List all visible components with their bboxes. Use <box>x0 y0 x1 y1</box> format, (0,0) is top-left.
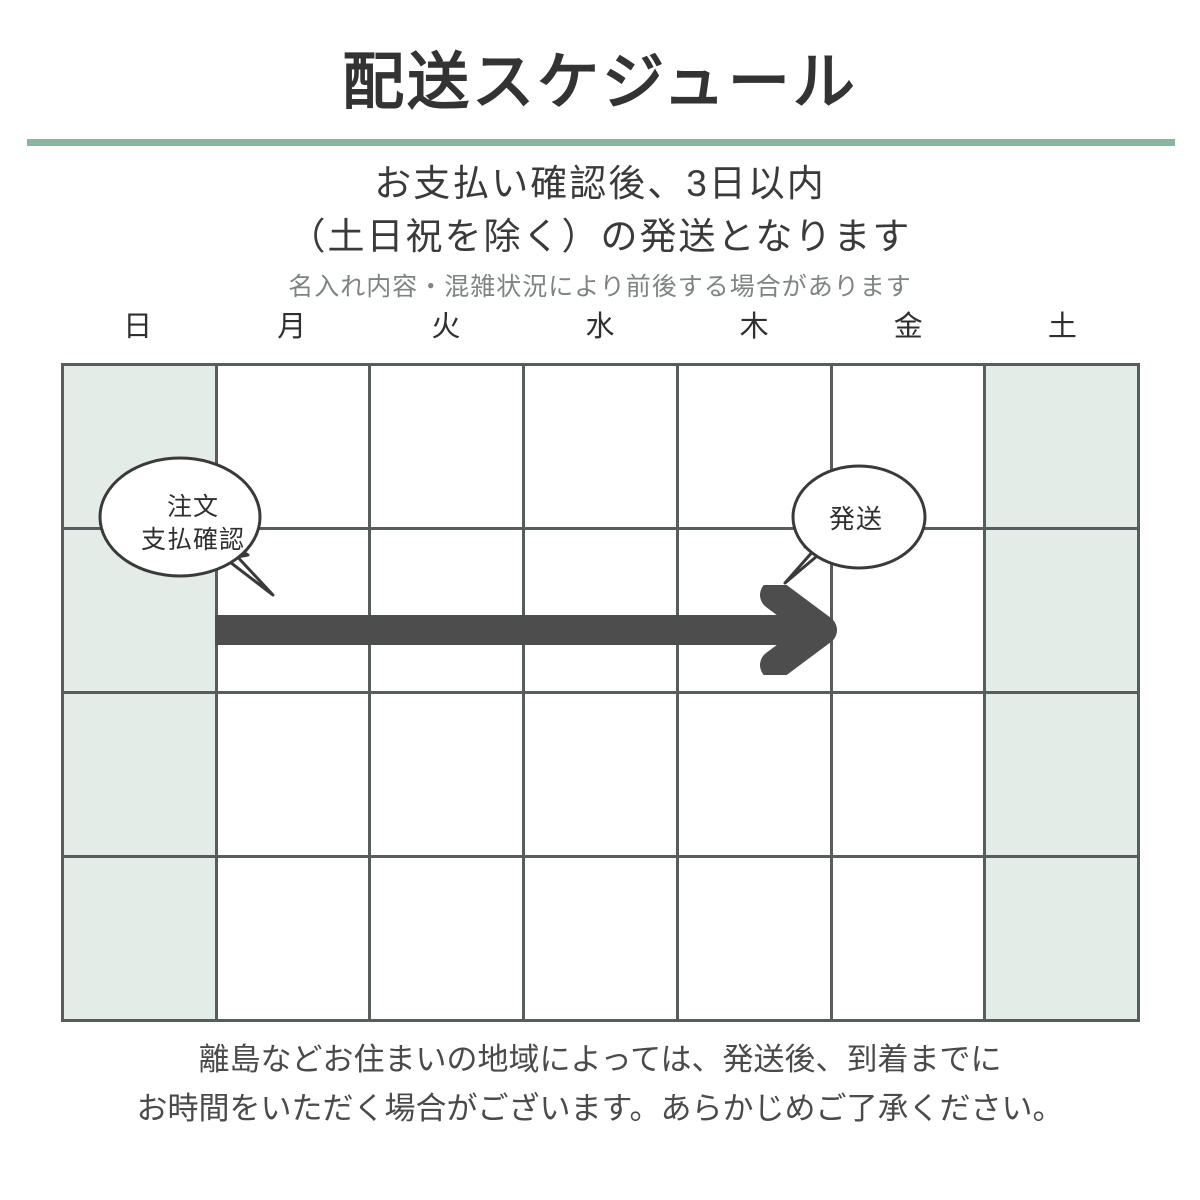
calendar-rows <box>64 366 1138 1019</box>
calendar-cell-tuesday <box>371 366 526 527</box>
calendar-cell-tuesday <box>371 694 526 855</box>
calendar-week-row <box>64 366 1138 530</box>
footer-line-1: 離島などお住まいの地域によっては、発送後、到着までに <box>198 1042 1002 1077</box>
calendar-cell-wednesday <box>525 858 679 1019</box>
bubble-body-ship <box>791 464 927 570</box>
bubble-body-order <box>98 456 262 578</box>
calendar-cell-friday <box>832 694 987 855</box>
calendar-cell-saturday <box>986 858 1138 1019</box>
footer-note: 離島などお住まいの地域によっては、発送後、到着までに お時間をいただく場合がござ… <box>0 1036 1200 1134</box>
speech-bubble-order: 注文 支払確認 <box>98 455 288 610</box>
calendar-cell-monday <box>217 858 372 1019</box>
calendar-cell-wednesday <box>525 530 679 691</box>
calendar-cell-sunday <box>64 694 218 855</box>
calendar-week-row <box>64 694 1138 858</box>
day-header-wednesday: 水 <box>585 311 616 343</box>
subtitle-line-1: お支払い確認後、3日以内 <box>374 163 826 204</box>
day-header-monday: 月 <box>277 311 308 343</box>
calendar-cell-sunday <box>64 858 218 1019</box>
page-title: 配送スケジュール <box>342 48 858 117</box>
subtitle-note: 名入れ内容・混雑状況により前後する場合があります <box>288 273 912 302</box>
calendar-cell-thursday <box>678 858 833 1019</box>
calendar-cell-saturday <box>986 694 1138 855</box>
calendar-cell-wednesday <box>525 694 679 855</box>
calendar-week-row <box>64 858 1138 1019</box>
day-header-friday: 金 <box>893 311 924 343</box>
day-header-saturday: 土 <box>1047 311 1078 343</box>
speech-bubble-ship: 発送 <box>781 459 931 594</box>
subtitle-line-2: （土日祝を除く）の発送となります <box>288 215 912 257</box>
subtitle-block: お支払い確認後、3日以内 （土日祝を除く）の発送となります 名入れ内容・混雑状況… <box>0 158 1200 307</box>
calendar-cell-friday <box>832 858 987 1019</box>
calendar-cell-tuesday <box>371 530 526 691</box>
day-header-thursday: 木 <box>739 311 770 343</box>
calendar-grid <box>61 363 1140 1022</box>
footer-line-2: お時間をいただく場合がございます。あらかじめご了承ください。 <box>136 1090 1064 1126</box>
calendar-cell-wednesday <box>525 366 679 527</box>
calendar-cell-monday <box>217 694 372 855</box>
calendar-cell-saturday <box>986 530 1138 691</box>
day-of-week-header: 日 月 火 水 木 金 土 <box>61 303 1140 345</box>
calendar-cell-thursday <box>678 694 833 855</box>
title-divider-rule <box>27 139 1175 146</box>
calendar-cell-tuesday <box>371 858 526 1019</box>
day-header-sunday: 日 <box>123 311 154 343</box>
calendar-cell-saturday <box>986 366 1138 527</box>
day-header-tuesday: 火 <box>431 311 462 343</box>
